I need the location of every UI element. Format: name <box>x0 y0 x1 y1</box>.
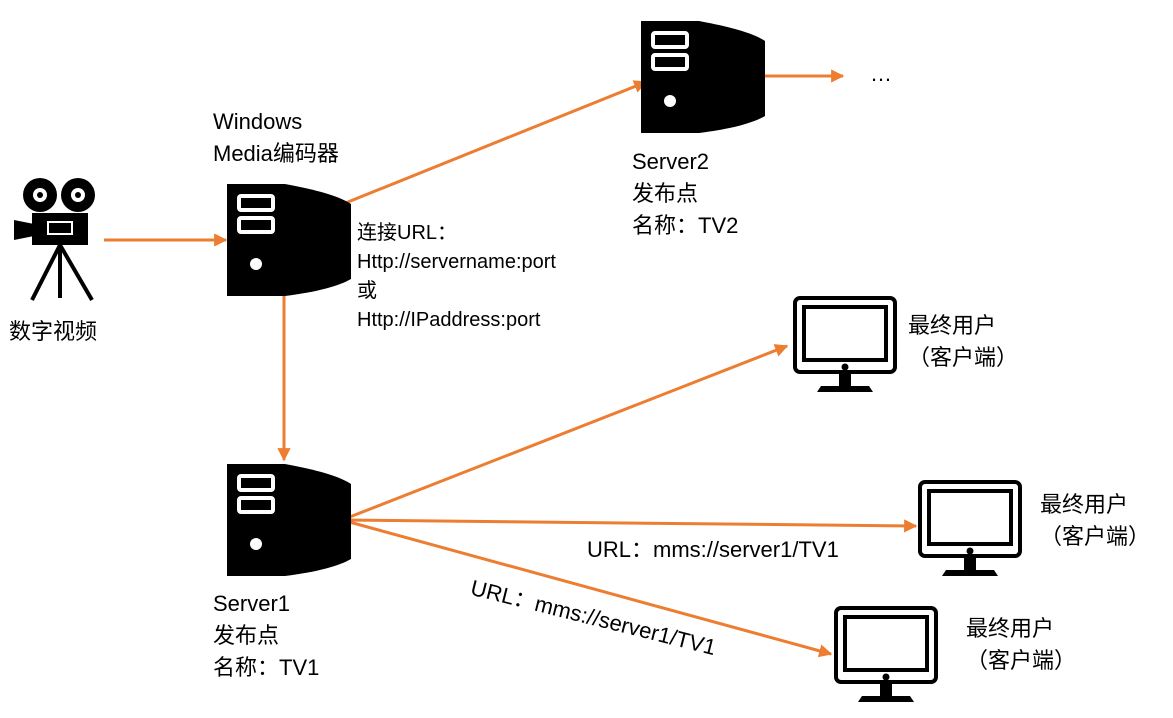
url-label-middle: URL：mms://server1/TV1 <box>587 537 839 562</box>
encoder-label-line1: Windows <box>213 109 303 134</box>
connect-url-line2: Http://servername:port <box>357 251 556 273</box>
encoder-label: Windows Media编码器 <box>213 106 339 170</box>
server1-label: Server1 发布点 名称：TV1 <box>213 588 319 684</box>
server1-label-line2: 发布点 <box>213 623 280 648</box>
server2-label-line3: 名称：TV2 <box>632 213 739 238</box>
arrow-server1-to-client3 <box>341 518 833 658</box>
client3-label-line1: 最终用户 <box>966 616 1055 641</box>
client2-label-line2: （客户端） <box>1040 524 1151 549</box>
camera-label: 数字视频 <box>9 319 98 344</box>
server-icon <box>225 462 353 578</box>
client1-label: 最终用户 （客户端） <box>908 310 1018 374</box>
monitor-icon <box>918 480 1022 578</box>
monitor-icon <box>834 606 938 704</box>
ellipsis-label: … <box>870 61 892 86</box>
server1-label-line3: 名称：TV1 <box>213 655 320 680</box>
client1-label-line1: 最终用户 <box>908 313 997 338</box>
encoder-label-line2: Media编码器 <box>213 141 339 166</box>
server1-label-line1: Server1 <box>213 591 291 616</box>
server2-label-line1: Server2 <box>632 149 710 174</box>
connect-url-line4: Http://IPaddress:port <box>357 309 541 331</box>
server-icon <box>639 19 767 135</box>
connect-url-line1: 连接URL： <box>357 222 458 244</box>
client3-label-line2: （客户端） <box>966 648 1077 673</box>
monitor-icon <box>793 296 897 394</box>
client2-label-line1: 最终用户 <box>1040 492 1129 517</box>
arrow-server1-to-client2 <box>341 518 918 533</box>
connect-url-line3: 或 <box>357 280 377 302</box>
server-icon <box>225 182 353 298</box>
server2-label: Server2 发布点 名称：TV2 <box>632 146 738 242</box>
client1-label-line2: （客户端） <box>908 345 1019 370</box>
arrow-server1-to-client1 <box>341 344 789 522</box>
arrow-encoder-to-server2 <box>342 80 648 206</box>
server2-label-line2: 发布点 <box>632 181 699 206</box>
client2-label: 最终用户 （客户端） <box>1040 489 1150 553</box>
video-camera-icon <box>14 178 95 302</box>
client3-label: 最终用户 （客户端） <box>966 613 1076 677</box>
connect-url-label: 连接URL： Http://servername:port 或 Http://I… <box>357 219 556 335</box>
